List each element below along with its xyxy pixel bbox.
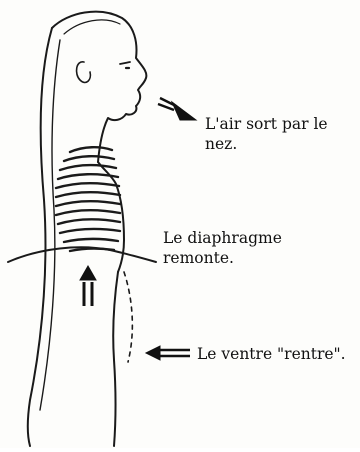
back-shading-line — [40, 40, 60, 410]
diaphragm-up-arrow — [80, 266, 96, 306]
front-torso-outline — [98, 162, 124, 272]
head-back-outline — [28, 28, 52, 446]
eye-mark — [120, 62, 130, 64]
ear-outline — [77, 62, 91, 83]
belly-arrow — [146, 346, 190, 360]
nose-exhale-label: L'air sort par le nez. — [205, 114, 355, 154]
nose-arrow — [158, 98, 196, 120]
belly-inner-outline — [113, 272, 118, 446]
ribs — [56, 147, 120, 251]
diaphragm-label: Le diaphragme remonte. — [163, 228, 323, 268]
belly-label: Le ventre "rentre". — [197, 344, 359, 364]
belly-dashed-line — [124, 272, 132, 362]
head-inner-line — [64, 20, 120, 34]
face-profile-outline — [52, 12, 146, 162]
